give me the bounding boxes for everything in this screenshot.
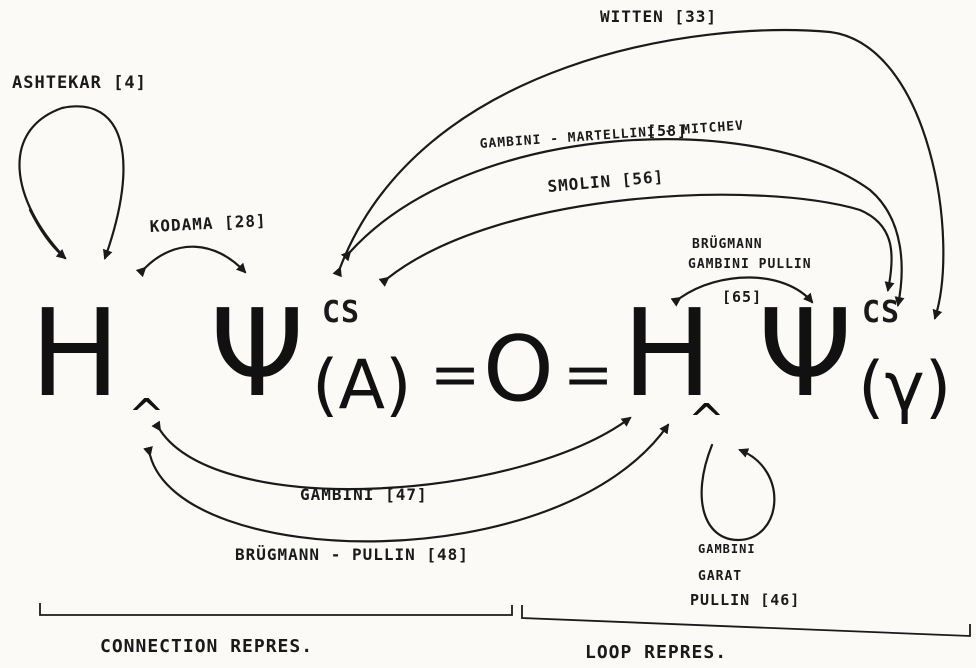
arc-gambini-garat-pullin-loop [700, 443, 776, 542]
arc-ashtekar-loop [18, 105, 125, 260]
bracket-connection [39, 603, 513, 616]
hat-2: ^ [688, 395, 725, 446]
arc-brugmann-gambini-pullin [670, 276, 814, 307]
label-witten: WITTEN [33] [600, 7, 717, 26]
cs-superscript-2: CS [862, 295, 900, 330]
label-gmm-ref: [58] [647, 122, 687, 140]
psi-1: Ψ [210, 285, 304, 424]
label-smolin: SMOLIN [56] [547, 167, 665, 196]
label-brugmann-pullin-48: BRÜGMANN - PULLIN [48] [235, 545, 469, 564]
label-brugmann-line2: GAMBINI PULLIN [688, 257, 812, 272]
footer-connection-repres: CONNECTION REPRES. [100, 636, 313, 657]
psi-2: Ψ [758, 285, 852, 424]
equals-2: = [563, 340, 613, 410]
arc-gambini-martellini-mitchev [340, 138, 905, 307]
footer-loop-repres: LOOP REPRES. [585, 642, 727, 663]
label-ashtekar: ASHTEKAR [4] [12, 73, 147, 93]
arc-brugmann-pullin-48 [143, 423, 670, 543]
label-brugmann-ref: [65] [722, 288, 762, 306]
label-gap-line2: GARAT [698, 569, 742, 584]
label-kodama: KODAMA [28] [149, 211, 267, 236]
arc-gambini-47 [151, 416, 632, 491]
arc-kodama [135, 245, 247, 278]
bracket-loop [521, 605, 971, 637]
arc-smolin [378, 193, 895, 292]
label-gap-line3: PULLIN [46] [690, 591, 800, 609]
arc-witten [332, 29, 945, 320]
label-brugmann-line1: BRÜGMANN [692, 236, 763, 252]
hamiltonian-1: H [30, 285, 120, 424]
argument-a: (A) [312, 346, 412, 425]
label-gap-line1: GAMBINI [698, 542, 756, 556]
cs-superscript-1: CS [322, 295, 360, 330]
label-gambini-martellini-mitchev: GAMBINI - MARTELLINI - MITCHEV [479, 119, 744, 152]
zero: O [483, 317, 554, 422]
arc-ashtekar-loop-left-head [28, 208, 67, 260]
hat-1: ^ [128, 390, 165, 441]
equals-1: = [430, 340, 480, 410]
argument-gamma: (γ) [858, 348, 951, 427]
